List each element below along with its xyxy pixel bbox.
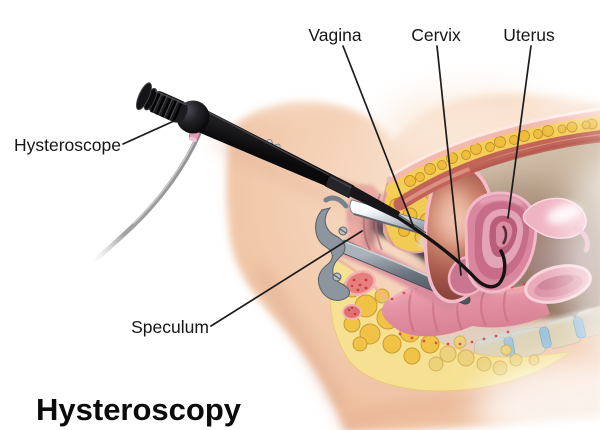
- label-cervix: Cervix: [411, 25, 461, 45]
- label-vagina: Vagina: [308, 25, 361, 45]
- label-uterus: Uterus: [503, 25, 555, 45]
- hysteroscope-instrument: [90, 82, 400, 266]
- uterus: [447, 191, 591, 296]
- hysteroscope-leader-line: [122, 120, 175, 145]
- light-cable: [90, 131, 202, 266]
- label-hysteroscope: Hysteroscope: [14, 135, 121, 155]
- label-speculum: Speculum: [131, 317, 209, 337]
- eyepiece: [135, 82, 188, 123]
- abdominal-wall: [386, 107, 600, 211]
- shaft-collar: [324, 173, 355, 199]
- buttock-crease: [254, 265, 346, 413]
- eyecup: [135, 82, 152, 111]
- figure-title: Hysteroscopy: [36, 392, 242, 427]
- cervix-leader-line: [436, 45, 462, 276]
- vagina-leader-line: [342, 45, 415, 229]
- speculum-leader-line: [210, 230, 363, 327]
- perineal-tissue: [342, 270, 376, 320]
- uterus-leader-line: [507, 45, 532, 219]
- speculum-handle: [315, 207, 350, 301]
- edge-fades: [110, 14, 600, 430]
- uterine-cavity: [501, 225, 508, 245]
- scope-tip-segment: [349, 185, 400, 219]
- abdominal-skin-line: [386, 108, 600, 184]
- annotations: Vagina Cervix Uterus Hysteroscope Specul…: [14, 25, 555, 427]
